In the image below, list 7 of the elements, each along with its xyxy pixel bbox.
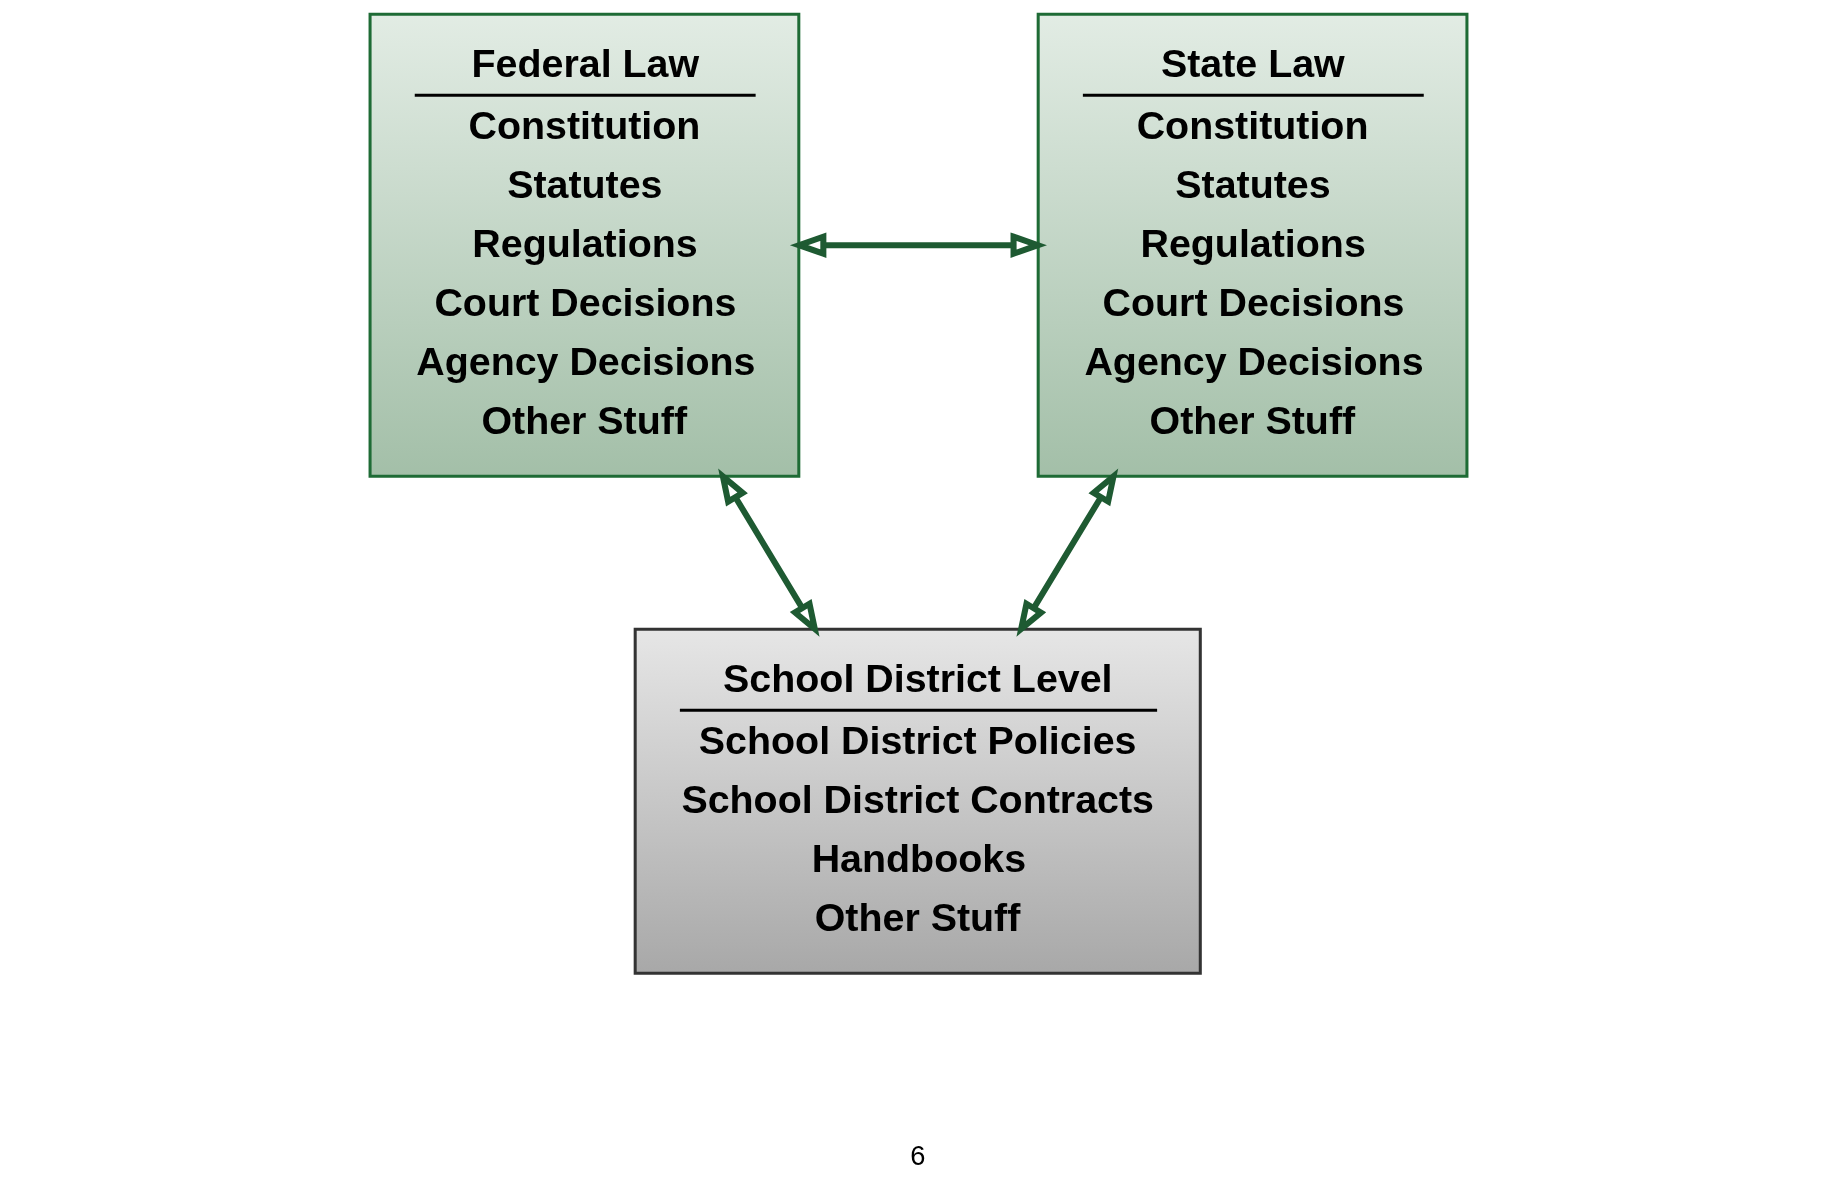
arrow — [1016, 468, 1119, 637]
node-box: Federal Law Constitution Statutes Regulations Court Decisions Agency Decisions Other Stuff — [368, 12, 801, 478]
arrow — [718, 468, 820, 637]
label: 6 — [910, 1139, 926, 1171]
arrow — [789, 232, 1047, 258]
node-box: School District Level School District Policies School District Contracts Handbooks Other Stuff — [633, 627, 1202, 975]
node-box: State Law Constitution Statutes Regulations Court Decisions Agency Decisions Other Stuff — [1036, 12, 1469, 478]
